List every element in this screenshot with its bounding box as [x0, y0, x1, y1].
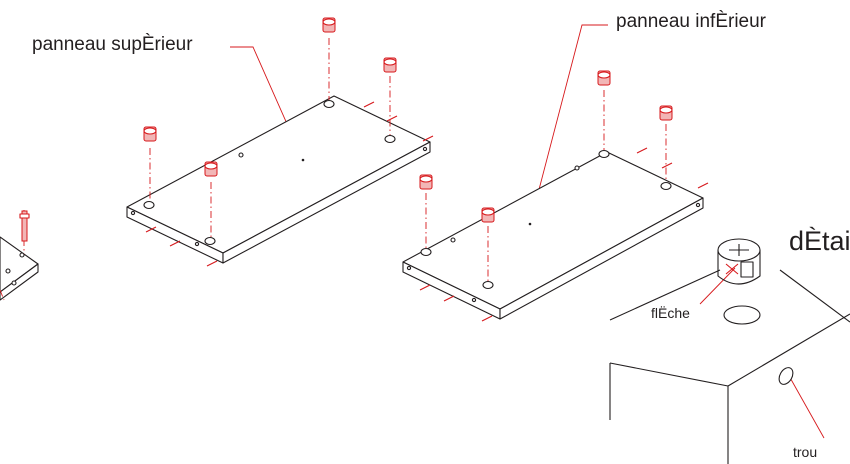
- dowel: [443, 295, 455, 302]
- leader-bottom-panel: [529, 24, 608, 225]
- hole: [143, 200, 155, 210]
- cam-pin: [0, 289, 5, 301]
- detail-cam-lock: [717, 238, 761, 285]
- bottom-panel: [402, 70, 709, 322]
- detail-view: [609, 238, 850, 464]
- bottom-panel-side: [499, 197, 704, 320]
- dowel: [422, 135, 434, 142]
- dowel: [363, 101, 375, 108]
- cam-lock: [322, 17, 336, 33]
- dowel: [386, 115, 398, 122]
- hole: [482, 280, 494, 290]
- hole: [420, 247, 432, 257]
- label-bottom-panel: panneau infÈrieur: [616, 11, 766, 32]
- cam-lock: [659, 105, 673, 121]
- partial-panel: [0, 210, 39, 301]
- top-panel: [126, 17, 434, 267]
- dowel: [481, 315, 493, 322]
- detail-top-hole: [723, 305, 761, 325]
- hole: [660, 181, 672, 191]
- label-top-panel: panneau supÈrieur: [32, 34, 193, 55]
- top-panel-side: [222, 141, 431, 264]
- dowel: [145, 226, 157, 233]
- dowel: [636, 147, 648, 154]
- hole: [384, 134, 396, 144]
- leader-arrow: [699, 267, 736, 305]
- cam-lock: [204, 161, 218, 177]
- dowel: [419, 284, 431, 291]
- label-arrow: flËche: [651, 305, 690, 321]
- dowel: [661, 162, 673, 169]
- cam-lock: [419, 174, 433, 190]
- dowel: [697, 182, 709, 189]
- cam-lock: [143, 126, 157, 142]
- dowel: [206, 260, 218, 267]
- dowel: [169, 240, 181, 247]
- label-hole: trou: [793, 444, 818, 460]
- detail-side-hole: [778, 367, 794, 385]
- leader-hole: [787, 373, 825, 439]
- label-detail: dÈtail: [789, 226, 850, 256]
- cam-lock: [481, 207, 495, 223]
- cam-lock: [597, 70, 611, 86]
- hole: [323, 99, 335, 109]
- cam-lock: [383, 57, 397, 73]
- hole: [598, 149, 610, 159]
- hole: [204, 236, 216, 246]
